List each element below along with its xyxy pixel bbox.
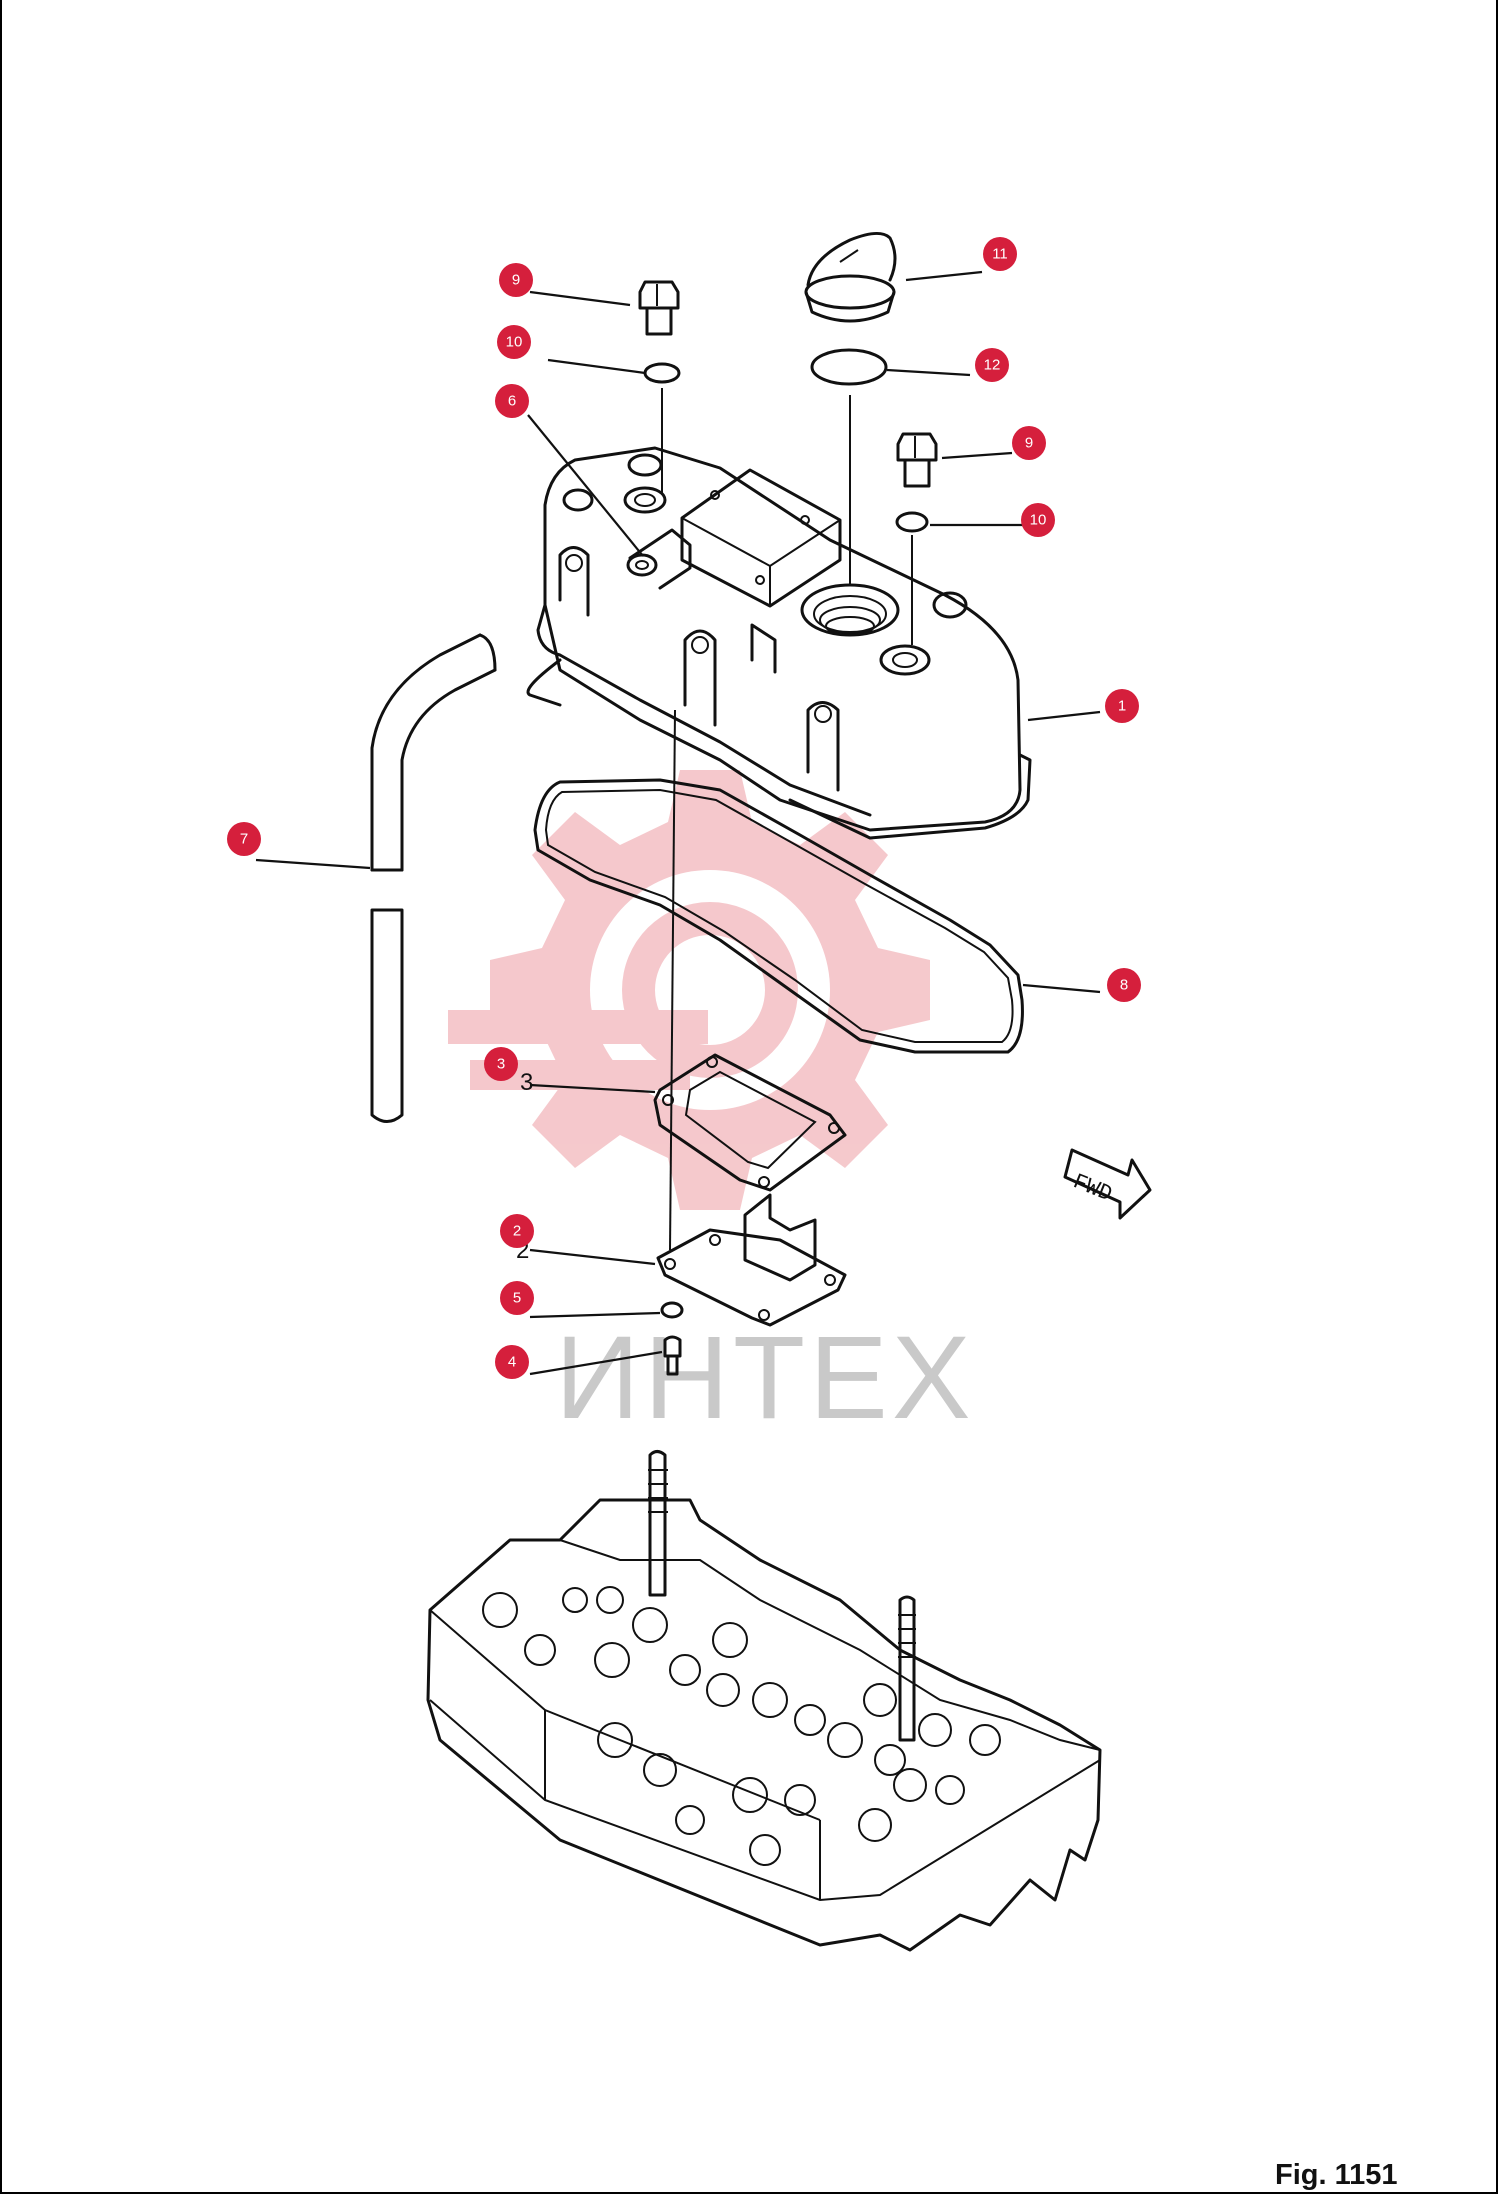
leader-lines <box>255 270 1101 1376</box>
callout-8[interactable]: 8 <box>1107 968 1141 1002</box>
breather-hose-part-7 <box>370 633 497 1123</box>
forward-direction-arrow: FWD <box>1063 1148 1152 1220</box>
breather-gasket-part-3 <box>653 1053 847 1192</box>
svg-text:8: 8 <box>1120 977 1128 994</box>
svg-text:11: 11 <box>992 246 1008 263</box>
callout-9a[interactable]: 9 <box>499 263 533 297</box>
svg-text:10: 10 <box>506 334 523 351</box>
callout-6[interactable]: 6 <box>495 384 529 418</box>
svg-text:12: 12 <box>984 357 1001 374</box>
bolt-part-9-right <box>896 432 938 488</box>
callout-2[interactable]: 2 <box>500 1214 534 1248</box>
callout-10b[interactable]: 10 <box>1021 503 1055 537</box>
center-line-plate <box>669 709 676 1251</box>
fwd-label: FWD <box>1069 1169 1115 1207</box>
svg-text:9: 9 <box>1025 435 1033 452</box>
o-ring-part-12 <box>810 348 888 386</box>
callout-5[interactable]: 5 <box>500 1281 534 1315</box>
callout-10a[interactable]: 10 <box>497 325 531 359</box>
callout-3[interactable]: 3 <box>484 1047 518 1081</box>
washer-part-5 <box>660 1301 684 1319</box>
washer-part-10-right <box>895 511 929 533</box>
washer-part-10-left <box>643 362 681 384</box>
svg-text:5: 5 <box>513 1290 521 1307</box>
callout-1[interactable]: 1 <box>1105 689 1139 723</box>
callout-4[interactable]: 4 <box>495 1345 529 1379</box>
svg-text:7: 7 <box>240 831 248 848</box>
breather-plate-part-2 <box>656 1193 847 1327</box>
svg-text:4: 4 <box>508 1354 516 1371</box>
figure-label: Fig. 1151 <box>1275 2159 1398 2191</box>
svg-text:10: 10 <box>1030 512 1047 529</box>
svg-text:6: 6 <box>508 393 516 410</box>
callout-9b[interactable]: 9 <box>1012 426 1046 460</box>
svg-text:9: 9 <box>512 272 520 289</box>
watermark-text: ИНТЕХ <box>555 1312 975 1444</box>
callout-12[interactable]: 12 <box>975 348 1009 382</box>
callout-7[interactable]: 7 <box>227 822 261 856</box>
bolt-part-4 <box>663 1335 682 1376</box>
svg-text:2: 2 <box>513 1223 521 1240</box>
head-cover-gasket-part-8 <box>533 778 1024 1054</box>
oil-filler-cap-part-11 <box>804 232 897 323</box>
bolt-part-9-left <box>638 280 680 336</box>
head-cover-part-1 <box>526 446 1032 840</box>
part-number-3: 3 <box>520 1069 533 1096</box>
svg-text:3: 3 <box>497 1056 505 1073</box>
svg-text:1: 1 <box>1118 698 1126 715</box>
callout-11[interactable]: 11 <box>983 237 1017 271</box>
cylinder-head <box>426 1450 1102 1952</box>
